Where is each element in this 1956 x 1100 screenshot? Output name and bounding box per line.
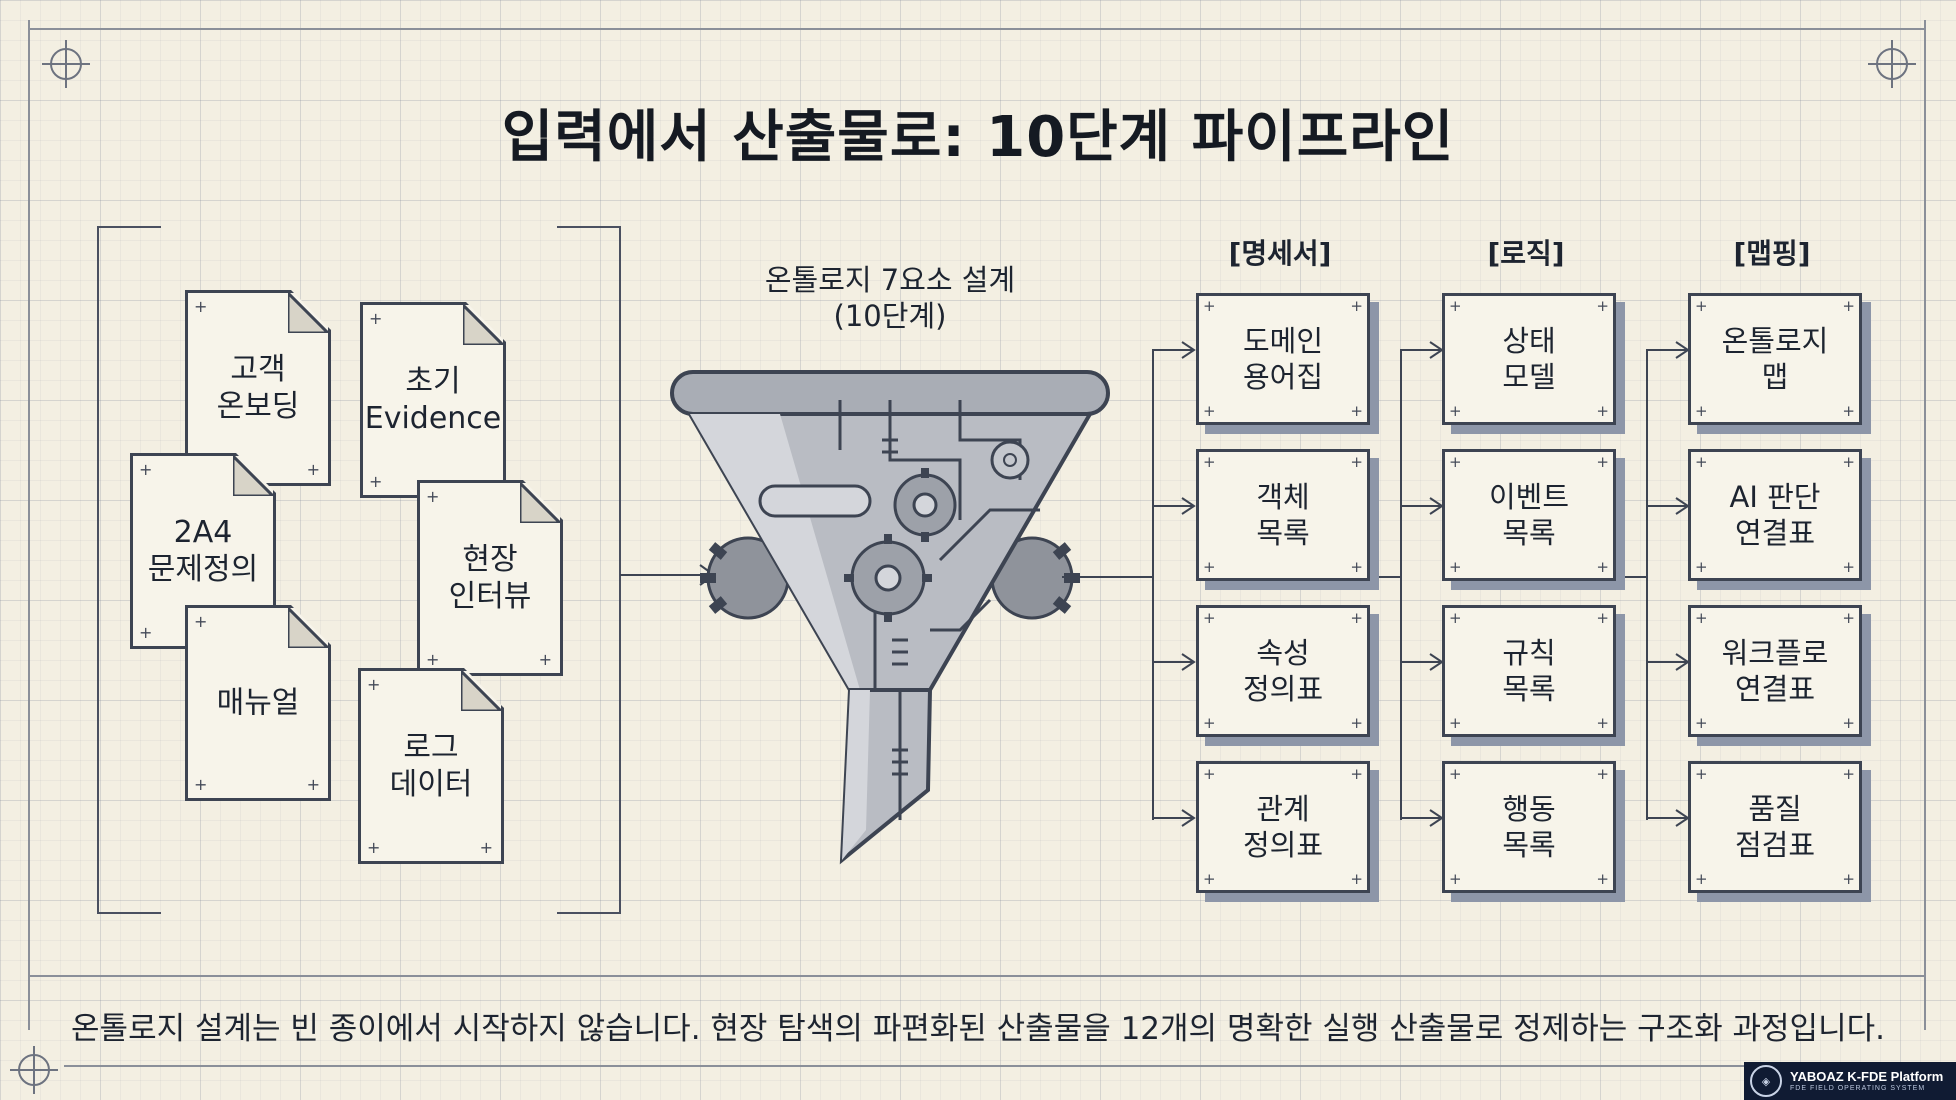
input-doc-field-interview: +++ 현장 인터뷰	[417, 480, 563, 676]
caption: 온톨로지 설계는 빈 종이에서 시작하지 않습니다. 현장 탐색의 파편화된 산…	[71, 1011, 1885, 1047]
output-card: ++++ 이벤트 목록	[1442, 449, 1616, 581]
badge-title: YABOAZ K-FDE Platform	[1790, 1068, 1944, 1084]
output-card: ++++ 속성 정의표	[1196, 605, 1370, 737]
card-label: 행동 목록	[1502, 792, 1556, 862]
column-link-line	[1620, 576, 1648, 578]
output-card: ++++ 워크플로 연결표	[1688, 605, 1862, 737]
output-card: ++++ AI 판단 연결표	[1688, 449, 1862, 581]
funnel-icon	[670, 370, 1110, 865]
doc-label: 로그 데이터	[389, 730, 473, 802]
page-fold-icon	[463, 305, 503, 345]
funnel-output-line	[1062, 576, 1152, 578]
card-label: 객체 목록	[1256, 480, 1310, 550]
column-link-line	[1374, 576, 1402, 578]
crosshair-icon	[42, 40, 90, 88]
badge-subtitle: FDE FIELD OPERATING SYSTEM	[1790, 1084, 1926, 1092]
card-label: 이벤트 목록	[1488, 480, 1570, 550]
frame-left-line	[28, 20, 30, 1030]
brand-logo-icon: ◈	[1750, 1065, 1782, 1097]
input-doc-initial-evidence: ++ 초기 Evidence	[360, 302, 506, 498]
doc-label: 현장 인터뷰	[448, 542, 532, 614]
output-card: ++++ 관계 정의표	[1196, 761, 1370, 893]
output-trunk-line-1	[1152, 350, 1154, 820]
page-fold-icon	[461, 671, 501, 711]
input-doc-log-data: +++ 로그 데이터	[358, 668, 504, 864]
input-doc-manual: +++ 매뉴얼	[185, 605, 331, 801]
page-fold-icon	[233, 456, 273, 496]
page-fold-icon	[288, 293, 328, 333]
frame-caption-top-line	[30, 975, 1926, 977]
output-card: ++++ 행동 목록	[1442, 761, 1616, 893]
output-trunk-line-2	[1400, 350, 1402, 820]
doc-label: 고객 온보딩	[216, 352, 300, 424]
card-label: 워크플로 연결표	[1721, 636, 1829, 706]
output-card: ++++ 객체 목록	[1196, 449, 1370, 581]
card-label: 속성 정의표	[1242, 636, 1324, 706]
crosshair-icon	[1868, 40, 1916, 88]
doc-label: 2A4 문제정의	[147, 515, 259, 587]
frame-top-line	[30, 28, 1926, 30]
card-label: 상태 모델	[1502, 324, 1556, 394]
input-bracket-left	[97, 226, 161, 914]
output-card: ++++ 상태 모델	[1442, 293, 1616, 425]
card-label: 규칙 목록	[1502, 636, 1556, 706]
card-label: 도메인 용어집	[1242, 324, 1324, 394]
output-card: ++++ 품질 점검표	[1688, 761, 1862, 893]
card-label: 품질 점검표	[1734, 792, 1816, 862]
page-fold-icon	[520, 483, 560, 523]
frame-bottom-line	[64, 1065, 1764, 1067]
card-label: 관계 정의표	[1242, 792, 1324, 862]
brand-badge: ◈ YABOAZ K-FDE Platform FDE FIELD OPERAT…	[1744, 1062, 1956, 1100]
doc-label: 초기 Evidence	[364, 364, 502, 436]
column-header-mapping: [맵핑]	[1733, 237, 1811, 270]
output-card: ++++ 온톨로지 맵	[1688, 293, 1862, 425]
card-label: AI 판단 연결표	[1729, 480, 1821, 550]
frame-right-line	[1924, 20, 1926, 1030]
page-fold-icon	[288, 608, 328, 648]
input-bracket-right	[557, 226, 621, 914]
doc-label: 매뉴얼	[216, 685, 300, 721]
output-trunk-line-3	[1646, 350, 1648, 820]
output-card: ++++ 규칙 목록	[1442, 605, 1616, 737]
page-title: 입력에서 산출물로: 10단계 파이프라인	[501, 105, 1455, 170]
column-header-logic: [로직]	[1487, 237, 1565, 270]
output-card: ++++ 도메인 용어집	[1196, 293, 1370, 425]
funnel-label: 온톨로지 7요소 설계 (10단계)	[764, 263, 1016, 333]
crosshair-icon	[10, 1046, 58, 1094]
card-label: 온톨로지 맵	[1721, 324, 1829, 394]
column-header-spec: [명세서]	[1228, 237, 1332, 270]
